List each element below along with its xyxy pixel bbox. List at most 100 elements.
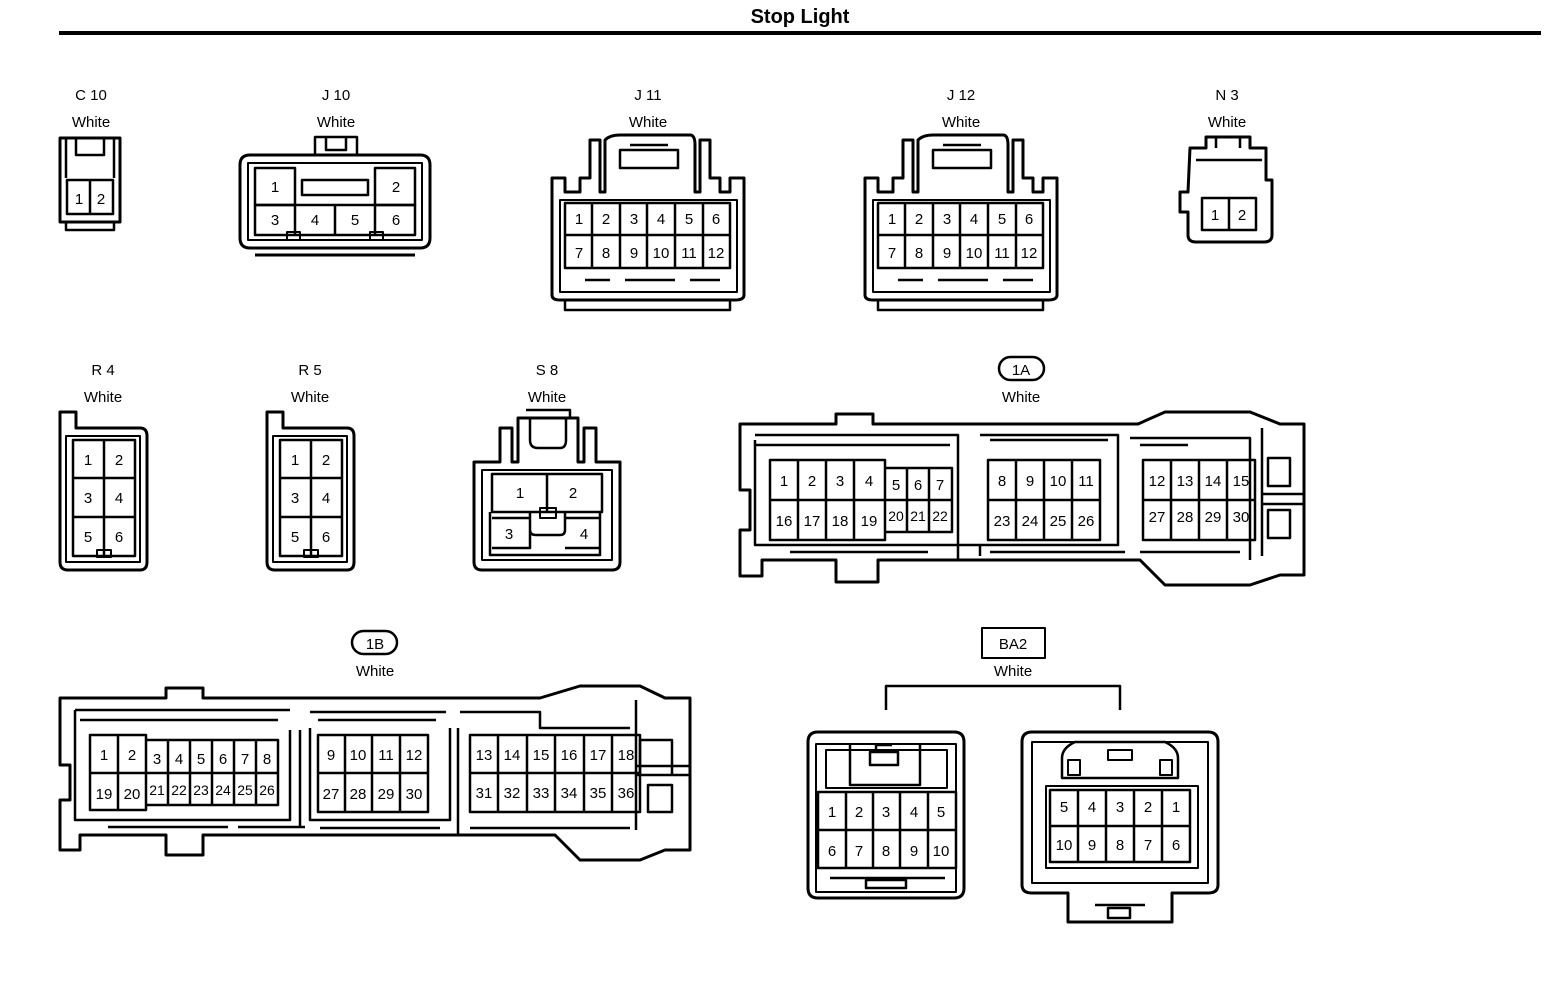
pin-j12-3: 3 — [943, 211, 951, 228]
pin-1b-19: 19 — [96, 786, 113, 803]
pin-j11-7: 7 — [575, 245, 583, 262]
pin-j11-3: 3 — [630, 211, 638, 228]
pin-1a-20: 20 — [888, 508, 904, 524]
pin-1a-12: 12 — [1149, 473, 1166, 490]
connector-j12-color: White — [942, 114, 980, 131]
pin-1a-30: 30 — [1233, 509, 1250, 526]
connector-r5-name: R 5 — [298, 362, 321, 379]
connector-j11: J 11 White 1 2 3 4 5 6 7 8 9 10 11 12 — [550, 87, 746, 312]
pin-1a-10: 10 — [1050, 473, 1067, 490]
pin-ba2f-8: 8 — [882, 843, 890, 860]
connector-1a-label-oval — [997, 355, 1046, 382]
pin-1a-15: 15 — [1233, 473, 1250, 490]
connector-j10-name: J 10 — [322, 87, 350, 104]
pin-1b-35: 35 — [590, 785, 607, 802]
pin-1b-14: 14 — [504, 747, 521, 764]
connector-r4-color: White — [84, 389, 122, 406]
pin-1b-28: 28 — [350, 786, 367, 803]
pin-r4-2: 2 — [115, 452, 123, 469]
connector-j12: J 12 White 1 2 3 4 5 6 7 8 9 10 11 12 — [863, 87, 1059, 312]
connector-1b-name: 1B — [366, 636, 384, 653]
pin-ba2m-1: 1 — [1172, 799, 1180, 816]
connector-j11-name: J 11 — [634, 87, 661, 104]
connector-ba2-bracket — [884, 684, 1122, 710]
connector-r5: R 5 White 1 2 3 4 5 6 — [265, 362, 356, 572]
connector-ba2-female-housing — [806, 730, 966, 900]
pin-c10-2: 2 — [97, 191, 105, 208]
pin-j11-11: 11 — [681, 245, 697, 262]
pin-j10-4: 4 — [311, 212, 319, 229]
pin-1b-5: 5 — [197, 751, 205, 768]
connector-r4: R 4 White 1 2 3 4 5 6 — [58, 362, 149, 572]
pin-j11-12: 12 — [708, 245, 725, 262]
pin-ba2f-9: 9 — [910, 843, 918, 860]
pin-ba2m-6: 6 — [1172, 837, 1180, 854]
pin-j12-7: 7 — [888, 245, 896, 262]
connector-c10-color: White — [72, 114, 110, 131]
connector-c10: C 10 White 1 2 — [58, 87, 122, 232]
pin-1a-26: 26 — [1078, 513, 1095, 530]
pin-ba2f-6: 6 — [828, 843, 836, 860]
pin-1b-6: 6 — [219, 751, 227, 768]
pin-1b-25: 25 — [237, 782, 253, 798]
pin-1b-4: 4 — [175, 751, 183, 768]
pin-1b-31: 31 — [476, 785, 493, 802]
pin-1b-32: 32 — [504, 785, 521, 802]
connector-1b-pin-grid: 1 2 3 4 5 6 7 8 9 10 11 12 13 14 15 16 1… — [88, 733, 642, 814]
pin-1b-16: 16 — [561, 747, 578, 764]
pin-r5-3: 3 — [291, 490, 299, 507]
connector-j12-housing — [863, 133, 1059, 302]
connector-1a-name: 1A — [1012, 362, 1030, 379]
pin-1a-16: 16 — [776, 513, 793, 530]
pin-1b-33: 33 — [533, 785, 550, 802]
pin-1b-27: 27 — [323, 786, 340, 803]
pin-1b-34: 34 — [561, 785, 578, 802]
pin-r4-6: 6 — [115, 529, 123, 546]
pin-1b-23: 23 — [193, 782, 209, 798]
pin-j12-5: 5 — [998, 211, 1006, 228]
connector-r5-color: White — [291, 389, 329, 406]
connector-ba2-label-box — [981, 627, 1046, 659]
connector-s8: S 8 White 1 2 3 4 — [472, 362, 622, 572]
pin-r5-1: 1 — [291, 452, 299, 469]
pin-j12-12: 12 — [1021, 245, 1038, 262]
connector-c10-housing — [58, 136, 122, 224]
pin-r5-5: 5 — [291, 529, 299, 546]
pin-j12-4: 4 — [970, 211, 978, 228]
pin-j12-10: 10 — [966, 245, 983, 262]
pin-1b-29: 29 — [378, 786, 395, 803]
pin-j12-9: 9 — [943, 245, 951, 262]
pin-1a-6: 6 — [914, 477, 922, 494]
pin-1b-20: 20 — [124, 786, 141, 803]
pin-j11-1: 1 — [575, 211, 583, 228]
pin-1a-7: 7 — [936, 477, 944, 494]
pin-1a-29: 29 — [1205, 509, 1222, 526]
connector-1b-color: White — [356, 663, 394, 680]
pin-j10-2: 2 — [392, 179, 400, 196]
pin-j12-2: 2 — [915, 211, 923, 228]
pin-j12-1: 1 — [888, 211, 896, 228]
pin-s8-3: 3 — [505, 526, 513, 543]
pin-ba2m-5: 5 — [1060, 799, 1068, 816]
connector-n3-name: N 3 — [1215, 87, 1238, 104]
connector-ba2-female: 1 2 3 4 5 6 7 8 9 10 — [806, 730, 966, 900]
pin-1a-17: 17 — [804, 513, 821, 530]
pin-r5-2: 2 — [322, 452, 330, 469]
connector-ba2-male: 5 4 3 2 1 10 9 8 7 6 — [1020, 730, 1220, 924]
pin-1b-10: 10 — [350, 747, 367, 764]
pin-1a-21: 21 — [910, 508, 926, 524]
pin-1a-14: 14 — [1205, 473, 1222, 490]
pin-1a-18: 18 — [832, 513, 849, 530]
pin-ba2m-2: 2 — [1144, 799, 1152, 816]
connector-ba2-name: BA2 — [999, 636, 1027, 653]
connector-n3-color: White — [1208, 114, 1246, 131]
pin-j10-1: 1 — [271, 179, 279, 196]
pin-ba2m-3: 3 — [1116, 799, 1124, 816]
pin-ba2f-5: 5 — [937, 804, 945, 821]
pin-j10-6: 6 — [392, 212, 400, 229]
pin-ba2m-4: 4 — [1088, 799, 1096, 816]
pin-s8-2: 2 — [569, 485, 577, 502]
pin-1a-8: 8 — [998, 473, 1006, 490]
connector-j10-color: White — [317, 114, 355, 131]
